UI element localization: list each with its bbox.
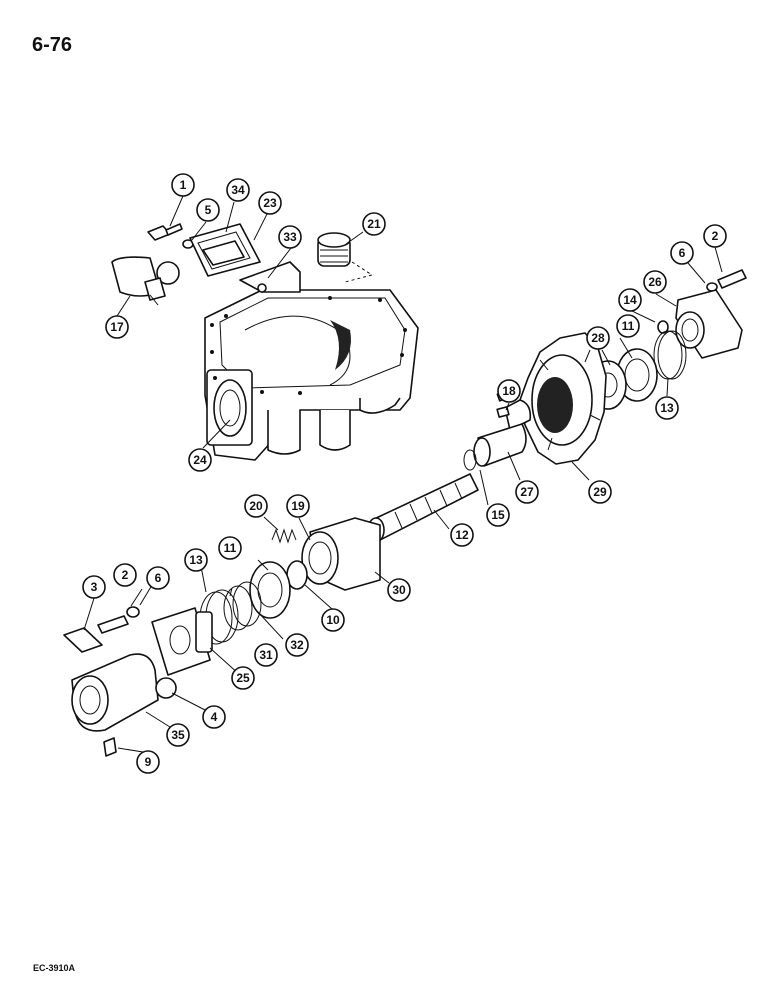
svg-text:28: 28 (591, 331, 605, 345)
svg-text:4: 4 (211, 710, 218, 724)
callout-10: 10 (321, 608, 345, 632)
callout-2-top: 2 (703, 224, 727, 248)
svg-text:31: 31 (259, 648, 273, 662)
svg-text:13: 13 (189, 553, 203, 567)
callout-20: 20 (244, 494, 268, 518)
callout-27: 27 (515, 480, 539, 504)
callout-15: 15 (486, 503, 510, 527)
callout-21: 21 (362, 212, 386, 236)
callout-11-bottom: 11 (218, 536, 242, 560)
svg-text:3: 3 (91, 580, 98, 594)
svg-text:34: 34 (231, 183, 245, 197)
svg-text:6: 6 (679, 246, 686, 260)
svg-text:2: 2 (122, 568, 129, 582)
callout-18: 18 (497, 379, 521, 403)
leader-lines (83, 195, 723, 753)
svg-text:33: 33 (283, 230, 297, 244)
svg-text:6: 6 (155, 571, 162, 585)
callout-9: 9 (136, 750, 160, 774)
callout-1: 1 (171, 173, 195, 197)
svg-text:32: 32 (290, 638, 304, 652)
callout-6-bottom: 6 (146, 566, 170, 590)
callout-3: 3 (82, 575, 106, 599)
illustration-code: EC-3910A (33, 963, 76, 973)
svg-text:15: 15 (491, 508, 505, 522)
svg-text:26: 26 (648, 275, 662, 289)
page-number: 6-76 (32, 34, 73, 56)
callout-31: 31 (254, 643, 278, 667)
svg-text:17: 17 (110, 320, 124, 334)
callout-19: 19 (286, 494, 310, 518)
svg-text:21: 21 (367, 217, 381, 231)
svg-text:24: 24 (193, 453, 207, 467)
bottom-left-parts (63, 606, 177, 757)
callout-33: 33 (278, 225, 302, 249)
callout-4: 4 (202, 705, 226, 729)
svg-text:2: 2 (712, 229, 719, 243)
svg-text:35: 35 (171, 728, 185, 742)
callout-13-bottom: 13 (184, 548, 208, 572)
callout-2-bottom: 2 (113, 563, 137, 587)
svg-text:13: 13 (660, 401, 674, 415)
callout-11-top: 11 (616, 314, 640, 338)
callout-32: 32 (285, 633, 309, 657)
callout-29: 29 (588, 480, 612, 504)
svg-text:5: 5 (205, 203, 212, 217)
callout-6-top: 6 (670, 241, 694, 265)
svg-text:14: 14 (623, 293, 637, 307)
callout-17: 17 (105, 315, 129, 339)
lower-assembly (151, 517, 381, 676)
svg-text:19: 19 (291, 499, 305, 513)
callout-35: 35 (166, 723, 190, 747)
callout-24: 24 (188, 448, 212, 472)
callout-5: 5 (196, 198, 220, 222)
svg-text:25: 25 (236, 671, 250, 685)
svg-text:10: 10 (326, 613, 340, 627)
svg-text:1: 1 (180, 178, 187, 192)
svg-text:11: 11 (224, 541, 237, 555)
svg-text:18: 18 (502, 384, 516, 398)
svg-text:30: 30 (392, 583, 406, 597)
top-small-parts (111, 223, 374, 306)
callout-25: 25 (231, 666, 255, 690)
callout-34: 34 (226, 178, 250, 202)
callout-26: 26 (643, 270, 667, 294)
svg-text:27: 27 (520, 485, 534, 499)
svg-text:12: 12 (455, 528, 469, 542)
svg-text:29: 29 (593, 485, 607, 499)
callout-28: 28 (586, 326, 610, 350)
gearbox-housing (204, 261, 419, 461)
callout-30: 30 (387, 578, 411, 602)
right-cover-parts (653, 269, 747, 380)
svg-text:20: 20 (249, 499, 263, 513)
callout-14: 14 (618, 288, 642, 312)
callout-13-top: 13 (655, 396, 679, 420)
svg-text:23: 23 (263, 196, 277, 210)
svg-text:11: 11 (622, 319, 635, 333)
svg-text:9: 9 (145, 755, 152, 769)
callouts: 1 5 34 23 33 21 17 24 6 2 26 14 28 11 13… (82, 173, 727, 774)
callout-23: 23 (258, 191, 282, 215)
callout-12: 12 (450, 523, 474, 547)
